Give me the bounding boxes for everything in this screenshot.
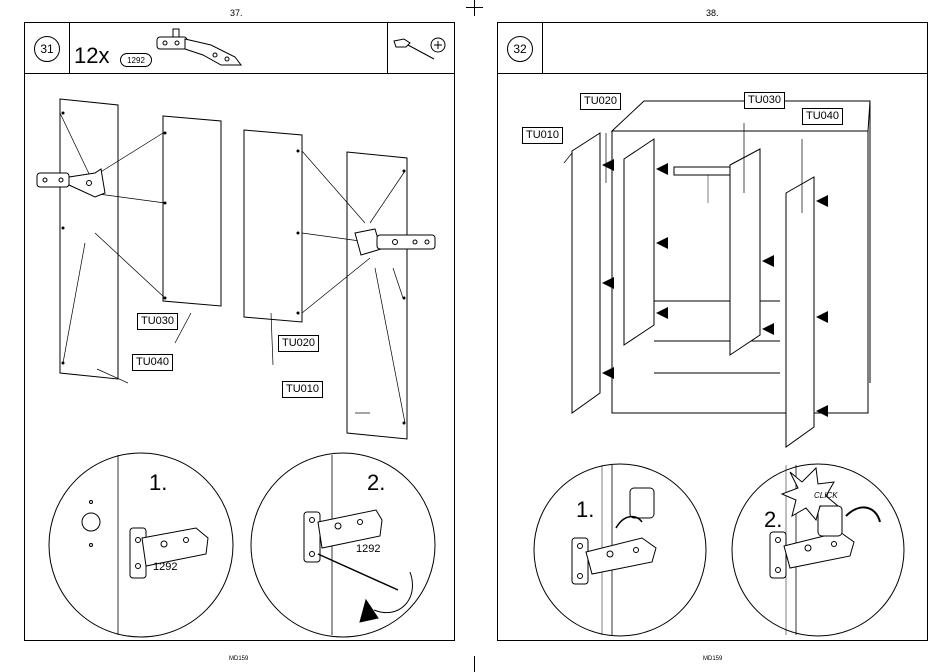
page-37: 31 12x 1292 [24,22,455,641]
hinge-label-1292: 1292 [153,561,177,573]
sub-step-1-left: 1. [149,470,167,496]
crop-mark [474,0,475,16]
door-tu030 [730,149,760,355]
crop-mark [466,7,483,8]
footer-right: MD159 [703,656,722,662]
panel-label-tu020: TU020 [580,93,621,110]
part-code-badge: 1292 [120,53,152,67]
page-number-left: 37. [230,8,243,18]
panel-label-tu030: TU030 [137,313,178,330]
crop-mark [474,656,475,672]
step-header: 32 [498,23,927,74]
quantity: 12x [74,43,109,69]
step-number: 31 [34,36,60,62]
sub-step-2-left: 2. [367,470,385,496]
sub-step-2-right: 2. [764,507,782,533]
detail-circle-2 [730,462,906,638]
door-tu040 [786,177,814,447]
door-tu020 [624,139,654,345]
hinge-icon [151,27,251,71]
tool-cell [387,23,454,73]
step-header: 31 12x 1292 [25,23,454,74]
parts-cell: 12x 1292 [69,23,249,73]
panel-label-tu040: TU040 [132,354,173,371]
step-number: 32 [507,36,533,62]
detail-circle-2 [248,450,438,640]
panel-label-tu030: TU030 [744,92,785,109]
detail-circle-1 [532,462,708,638]
page-38: 32 [497,22,928,641]
sub-step-1-right: 1. [576,497,594,523]
panel-label-tu010: TU010 [522,127,563,144]
click-text: CLICK [814,491,838,500]
page-number-right: 38. [706,8,719,18]
panel-label-tu010: TU010 [282,381,323,398]
panel-label-tu020: TU020 [278,335,319,352]
step-number-cell: 31 [25,23,70,73]
door-panels-drawing [25,73,456,473]
detail-circle-1 [46,450,236,640]
step-number-cell: 32 [498,23,543,73]
panel-label-tu040: TU040 [802,108,843,125]
door-tu010 [572,133,600,413]
footer-left: MD159 [229,656,248,662]
hinge-label-1292-b: 1292 [356,543,380,555]
screwdriver-icon [392,33,450,65]
